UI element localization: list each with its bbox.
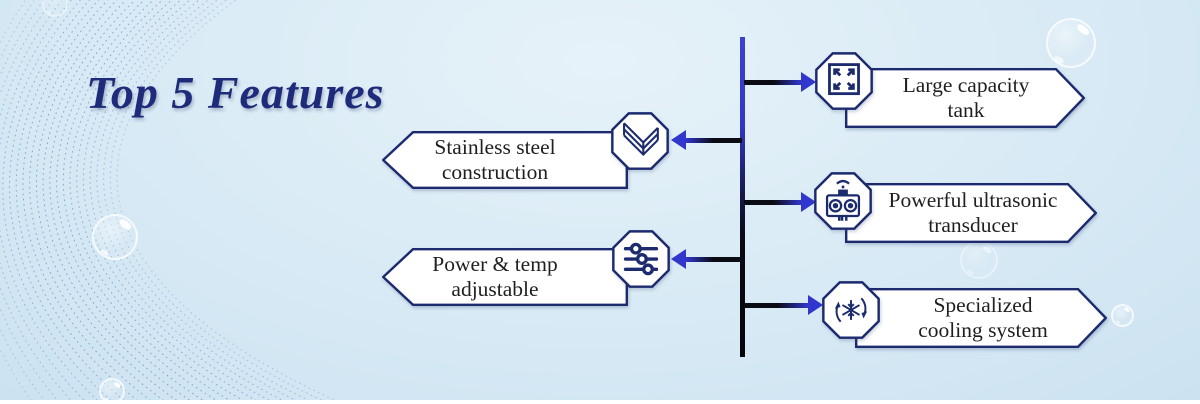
bubble xyxy=(42,0,68,17)
adjustment-sliders-icon xyxy=(623,242,659,276)
arrowhead-icon xyxy=(671,130,686,150)
feature-banner: Power & temp adjustable xyxy=(382,248,628,306)
connector-stem xyxy=(686,137,742,143)
arrowhead-icon xyxy=(801,72,816,92)
arrowhead-icon xyxy=(671,249,686,269)
bubble xyxy=(960,241,998,279)
arrowhead-icon xyxy=(801,192,816,212)
feature-banner: Powerful ultrasonic transducer xyxy=(845,183,1097,243)
feature-label: Stainless steel construction xyxy=(434,134,556,184)
feature-label: Specialized cooling system xyxy=(918,292,1048,342)
feature-banner: Large capacity tank xyxy=(845,68,1085,128)
expand-arrows-icon xyxy=(828,63,860,96)
ultrasonic-transducer-icon xyxy=(825,179,861,221)
feature-label: Power & temp adjustable xyxy=(432,251,558,301)
icon-badge-octagon xyxy=(611,229,671,289)
icon-badge-octagon xyxy=(610,111,670,171)
arrowhead-icon xyxy=(808,295,823,315)
bubble xyxy=(99,378,125,404)
connector-stem xyxy=(744,199,801,205)
feature-banner: Specialized cooling system xyxy=(855,288,1107,348)
page-title: Top 5 Features xyxy=(86,67,385,118)
wave-mesh-pattern xyxy=(0,0,336,400)
icon-badge-octagon xyxy=(813,171,873,231)
bubble xyxy=(92,214,138,260)
snowflake-cooling-icon xyxy=(834,297,868,323)
timeline-spine xyxy=(740,37,745,357)
icon-badge-octagon xyxy=(814,51,874,111)
feature-banner: Stainless steel construction xyxy=(382,131,628,189)
feature-label: Large capacity tank xyxy=(902,72,1030,122)
feature-label: Powerful ultrasonic transducer xyxy=(888,187,1058,237)
steel-angle-profiles-icon xyxy=(623,122,659,157)
connector-stem xyxy=(744,302,808,308)
connector-stem xyxy=(744,79,801,85)
connector-stem xyxy=(686,256,742,262)
bubble xyxy=(1111,304,1134,327)
icon-badge-octagon xyxy=(821,280,881,340)
bubble xyxy=(1046,18,1096,68)
